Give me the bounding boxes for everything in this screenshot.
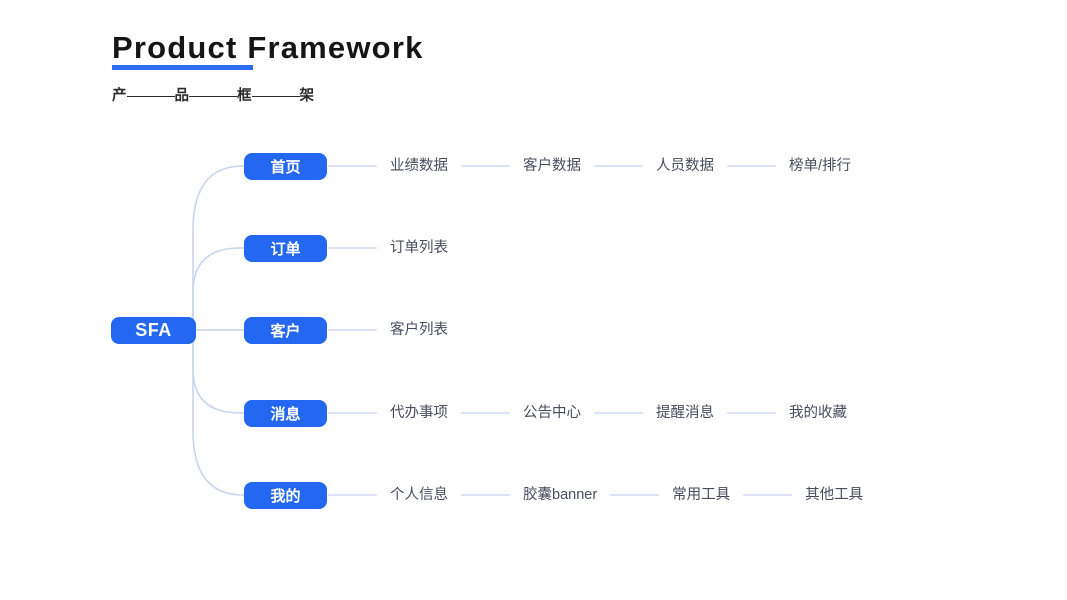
leaf-connector-line [594,165,643,167]
header: Product Framework 产 品 框 架 [112,32,424,104]
leaf-item: 代办事项 [390,404,448,421]
leaf-item: 业绩数据 [390,157,448,174]
leaf-item: 其他工具 [805,486,864,503]
subtitle-char: 架 [299,88,315,104]
subtitle: 产 品 框 架 [112,89,314,104]
leaf-item: 胶囊banner [523,486,598,503]
leaf-connector-line [594,412,643,414]
subtitle-dash [251,95,300,97]
leaf-connector-line [610,494,660,496]
leaf-item: 我的收藏 [789,404,847,421]
leaf-row-mine: 个人信息 胶囊banner 常用工具 其他工具 [328,485,863,505]
leaf-item: 客户列表 [390,321,448,338]
leaf-connector-line [328,329,377,331]
leaf-item: 订单列表 [390,239,448,256]
page-title: Product Framework [112,30,424,65]
subtitle-char: 产 [112,88,127,104]
subtitle-char: 品 [174,88,190,104]
leaf-connector-line [328,247,377,249]
leaf-connector-line [328,165,377,167]
leaf-item: 榜单/排行 [789,157,852,174]
subtitle-dash [126,95,175,97]
leaf-item: 公告中心 [523,404,581,421]
leaf-connector-line [727,165,776,167]
leaf-connector-line [461,165,510,167]
leaf-connector-line [328,494,377,496]
branch-node-home[interactable]: 首页 [244,153,327,180]
branch-node-orders[interactable]: 订单 [244,235,327,262]
leaf-connector-line [461,494,510,496]
leaf-item: 客户数据 [523,157,581,174]
mindmap-root-node-sfa[interactable]: SFA [111,317,196,344]
subtitle-char: 框 [237,88,252,104]
leaf-row-customers: 客户列表 [328,320,448,340]
leaf-item: 常用工具 [672,486,731,503]
title-underline [112,65,253,70]
leaf-connector-line [743,494,793,496]
leaf-item: 人员数据 [656,157,714,174]
branch-node-mine[interactable]: 我的 [244,482,327,509]
leaf-connector-line [727,412,776,414]
leaf-connector-line [461,412,510,414]
leaf-item: 提醒消息 [656,404,714,421]
leaf-row-orders: 订单列表 [328,238,448,258]
branch-node-messages[interactable]: 消息 [244,400,327,427]
leaf-item: 个人信息 [390,486,448,503]
subtitle-dash [189,95,237,97]
leaf-row-home: 业绩数据 客户数据 人员数据 榜单/排行 [328,156,851,176]
leaf-row-messages: 代办事项 公告中心 提醒消息 我的收藏 [328,403,847,423]
branch-node-customers[interactable]: 客户 [244,317,327,344]
leaf-connector-line [328,412,377,414]
